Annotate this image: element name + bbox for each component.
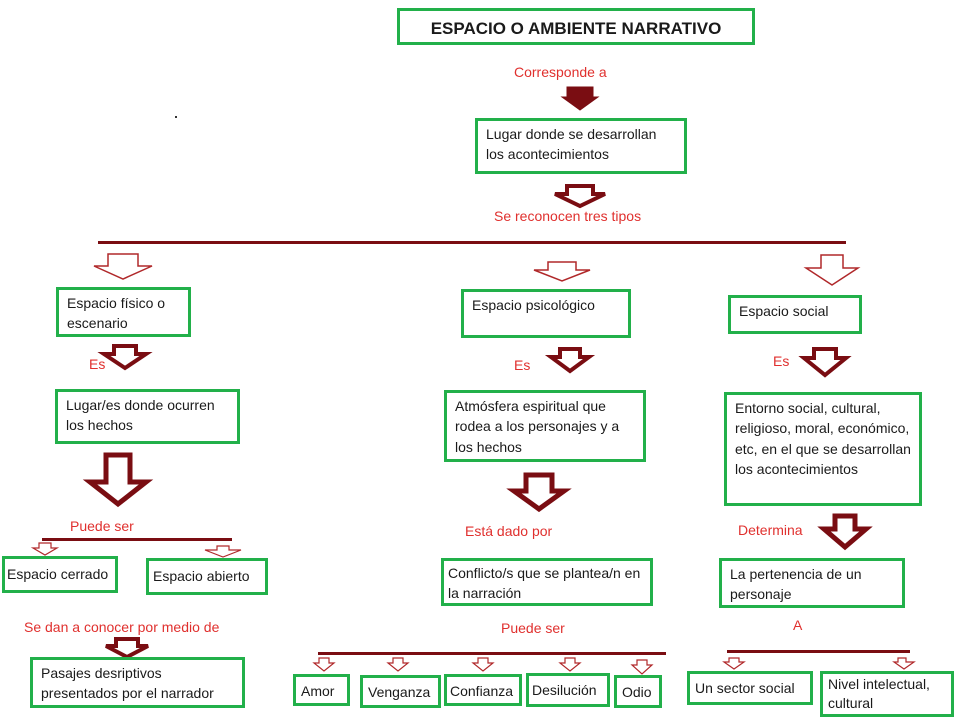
box-espacio-social: Espacio social [728,295,862,334]
label-puede-ser-left: Puede ser [70,518,134,534]
box-lugar-text: Lugar donde se desarrollan los acontecim… [486,126,657,163]
arrow-tres-tipos [554,184,606,209]
arrow-small-cerrado [30,542,60,556]
arrow-small-amor [312,657,336,672]
label-es-mid: Es [514,357,531,373]
label-es-right: Es [773,353,790,369]
arrow-determina [817,513,873,551]
box-espacio-cerrado: Espacio cerrado [2,556,118,593]
arrow-es-mid [544,347,596,374]
arrow-small-venganza [386,657,410,672]
arrow-small-abierto [204,545,242,558]
box-confianza-text: Confianza [450,683,514,699]
arrow-small-confianza [471,657,495,672]
box-lugar-hechos: Lugar/es donde ocurren los hechos [55,389,240,444]
label-tres-tipos: Se reconocen tres tipos [494,208,642,224]
arrow-outline-fisico [93,253,153,280]
title-box: ESPACIO O AMBIENTE NARRATIVO [397,8,755,45]
box-entorno: Entorno social, cultural, religioso, mor… [724,392,922,506]
branch-line-mid [318,652,666,655]
box-espacio-psicologico-text: Espacio psicológico [472,297,595,313]
box-lugar: Lugar donde se desarrollan los acontecim… [475,118,687,174]
label-es-left: Es [89,356,106,372]
box-espacio-abierto-text: Espacio abierto [153,568,250,584]
label-esta-dado: Está dado por [465,523,553,539]
arrow-es-left [97,344,153,371]
box-confianza: Confianza [444,674,522,706]
main-branch-line [98,241,846,244]
label-corresponde: Corresponde a [514,64,607,80]
box-entorno-text: Entorno social, cultural, religioso, mor… [735,400,911,477]
title-text: ESPACIO O AMBIENTE NARRATIVO [430,19,722,38]
box-sector-social: Un sector social [687,671,813,705]
box-pasajes: Pasajes desriptivos presentados por el n… [30,657,245,708]
label-puede-ser-mid: Puede ser [501,620,565,636]
box-sector-social-text: Un sector social [695,680,795,696]
box-espacio-social-text: Espacio social [739,303,829,319]
arrow-esta-dado [506,472,572,513]
arrow-outline-psicologico [533,261,591,282]
arrow-small-sector [722,657,746,670]
box-espacio-fisico-text: Espacio físico o escenario [67,295,166,332]
box-venganza-text: Venganza [368,684,431,700]
label-a: A [793,617,803,633]
box-pertenencia-text: La pertenencia de un personaje [730,566,862,603]
box-nivel-intelectual-text: Nivel intelectual, cultural [828,676,930,711]
box-desilusion-text: Desilución [532,682,597,698]
branch-line-left [42,538,232,541]
box-lugar-hechos-text: Lugar/es donde ocurren los hechos [66,397,215,434]
arrow-small-odio [630,659,654,675]
box-conflicto: Conflicto/s que se plantea/n en la narra… [441,558,653,606]
box-espacio-abierto: Espacio abierto [146,558,268,595]
label-determina: Determina [738,522,803,538]
arrow-small-nivel [892,657,916,670]
arrow-puede-ser-left [82,452,154,508]
arrow-es-right [798,347,852,378]
arrow-se-dan [105,637,149,660]
box-conflicto-text: Conflicto/s que se plantea/n en la narra… [448,565,641,602]
box-venganza: Venganza [360,675,441,708]
box-odio: Odio [614,675,662,708]
box-espacio-cerrado-text: Espacio cerrado [7,566,109,582]
box-desilusion: Desilución [526,673,610,707]
label-se-dan: Se dan a conocer por medio de [24,619,220,635]
box-odio-text: Odio [622,684,652,700]
arrow-corresponde [560,86,600,111]
box-espacio-fisico: Espacio físico o escenario [56,287,191,337]
branch-line-right [727,650,910,653]
box-amor-text: Amor [301,683,335,699]
arrow-small-desilusion [558,657,582,672]
box-atmosfera: Atmósfera espiritual que rodea a los per… [444,390,646,462]
box-amor: Amor [293,674,350,706]
box-espacio-psicologico: Espacio psicológico [461,289,631,338]
box-pasajes-text: Pasajes desriptivos presentados por el n… [41,665,214,702]
box-pertenencia: La pertenencia de un personaje [719,558,905,608]
stray-dot [175,116,177,118]
box-atmosfera-text: Atmósfera espiritual que rodea a los per… [455,398,620,455]
box-nivel-intelectual: Nivel intelectual, cultural [820,671,954,717]
arrow-outline-social [803,254,861,286]
